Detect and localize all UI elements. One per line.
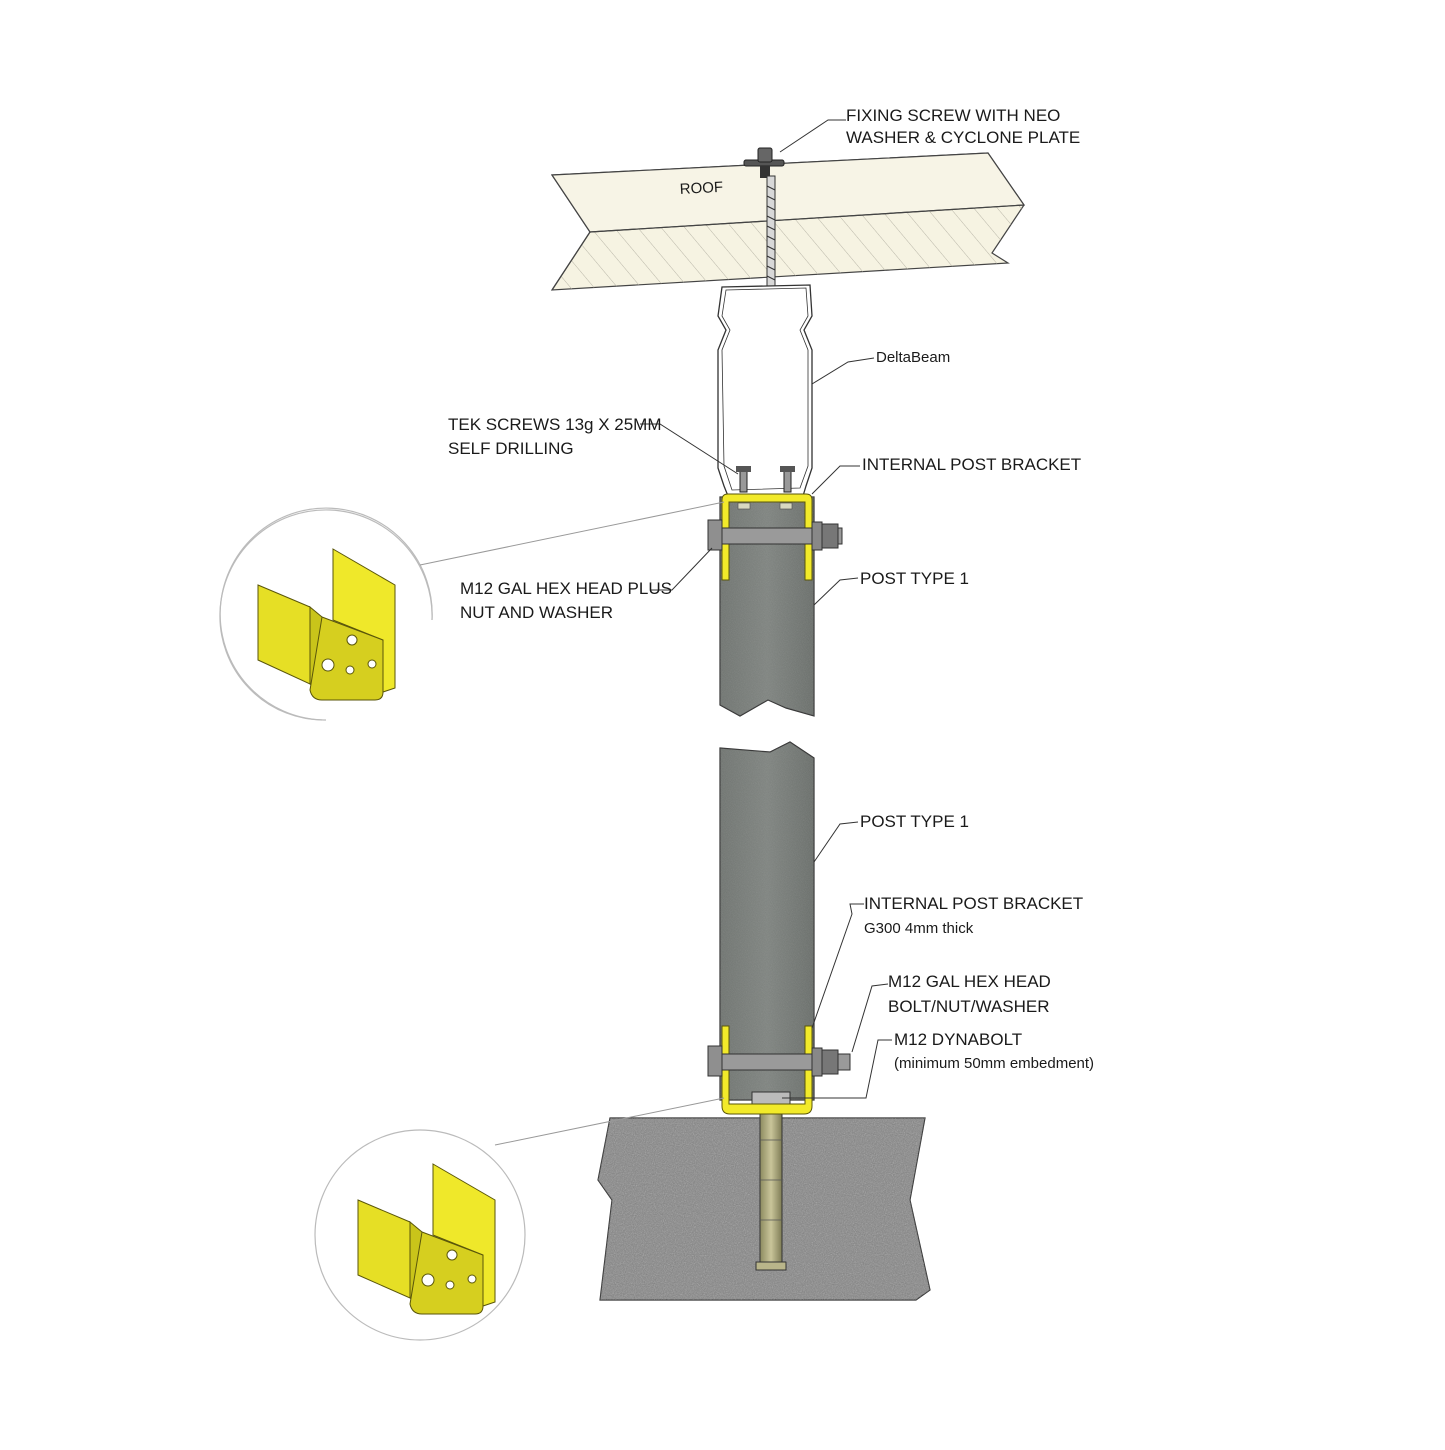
label-internal-post-bracket-bottom-1: INTERNAL POST BRACKET [864,894,1083,913]
label-internal-post-bracket-top: INTERNAL POST BRACKET [862,455,1081,474]
label-deltabeam: DeltaBeam [876,349,950,366]
leader-lines [640,119,892,1099]
label-m12-hex-top-1: M12 GAL HEX HEAD PLUS [460,579,672,598]
deltabeam [717,284,813,497]
hex-bolt-bottom [707,1045,851,1077]
label-tek-screws-1: TEK SCREWS 13g X 25MM [448,415,662,434]
fixing-screw [743,147,785,305]
label-fixing-screw-2: WASHER & CYCLONE PLATE [846,128,1080,147]
label-dynabolt-1: M12 DYNABOLT [894,1030,1022,1049]
label-internal-post-bracket-bottom-2: G300 4mm thick [864,920,974,937]
label-post-type-top: POST TYPE 1 [860,569,969,588]
internal-post-bracket-bottom [721,1025,813,1115]
labels: FIXING SCREW WITH NEO WASHER & CYCLONE P… [448,106,1094,1072]
tek-screws [736,466,795,493]
label-tek-screws-2: SELF DRILLING [448,439,574,458]
bracket-detail-bottom [314,1097,725,1341]
label-fixing-screw-1: FIXING SCREW WITH NEO [846,106,1060,125]
label-roof: ROOF [679,179,723,198]
bracket-detail-top [219,501,725,721]
label-dynabolt-2: (minimum 50mm embedment) [894,1055,1094,1072]
post-upper [719,496,815,717]
label-m12-hex-top-2: NUT AND WASHER [460,603,613,622]
roof-slab [550,152,1026,291]
hex-bolt-top [707,519,843,551]
label-m12-hex-bottom-2: BOLT/NUT/WASHER [888,997,1050,1016]
post-lower [719,741,815,1101]
label-m12-hex-bottom-1: M12 GAL HEX HEAD [888,972,1051,991]
label-post-type-bottom: POST TYPE 1 [860,812,969,831]
internal-post-bracket-top [721,493,813,581]
